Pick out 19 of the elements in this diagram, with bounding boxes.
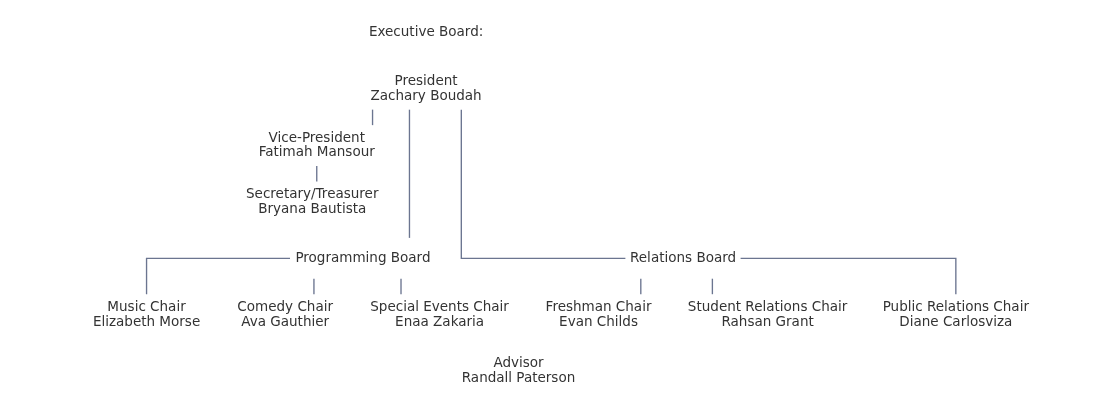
node-text: Relations Board bbox=[629, 248, 736, 265]
connector bbox=[739, 257, 957, 296]
connector bbox=[312, 278, 315, 295]
node-text: Freshman Chair Evan Childs bbox=[545, 297, 651, 329]
node-text: Advisor Randall Paterson bbox=[461, 354, 575, 385]
node-text: Programming Board bbox=[294, 248, 431, 265]
node-text: Secretary/Treasurer Bryana Bautista bbox=[245, 185, 378, 216]
node-text: Comedy Chair Ava Gauthier bbox=[236, 297, 333, 329]
node-text: Public Relations Chair Diane Carlosviza bbox=[882, 297, 1029, 329]
node-text: Music Chair Elizabeth Morse bbox=[92, 297, 200, 329]
node-text: Student Relations Chair Rahsan Grant bbox=[687, 297, 847, 329]
connector bbox=[460, 109, 626, 260]
label: Executive Board: bbox=[368, 23, 483, 40]
node-text: President Zachary Boudah bbox=[369, 72, 482, 104]
connector bbox=[408, 109, 410, 239]
connector bbox=[399, 278, 402, 295]
node-text: Special Events Chair Enaa Zakaria bbox=[369, 297, 509, 329]
node-text: Vice-President Fatimah Mansour bbox=[258, 128, 375, 160]
connector bbox=[145, 257, 291, 296]
